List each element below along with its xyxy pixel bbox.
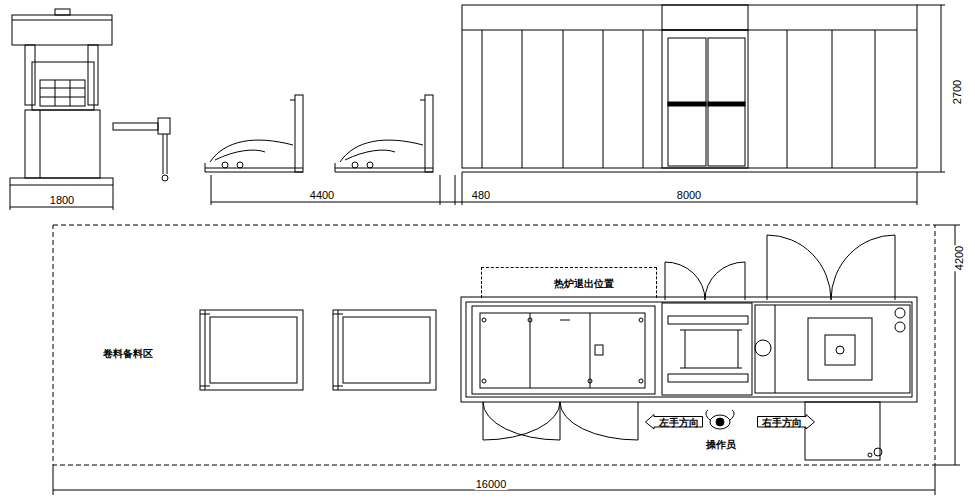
node-text: 左手方向 [659, 417, 699, 428]
area-label: 操作员 [705, 439, 737, 450]
dimension-label: 1800 [49, 194, 75, 206]
dimension-label: 16000 [475, 478, 508, 490]
dimension-label: 8000 [676, 189, 702, 201]
direction-arrow: 右手方向 [757, 414, 815, 430]
dimension-label: 2700 [951, 79, 963, 105]
dimension-label: 4400 [309, 189, 335, 201]
direction-arrow: 左手方向 [645, 414, 703, 430]
area-label: 卷料备料区 [102, 348, 154, 359]
dimension-label: 4200 [953, 245, 965, 271]
exit-zone: 热炉退出位置 [481, 267, 657, 298]
dimension-label: 480 [471, 189, 491, 201]
arrow-shape [758, 415, 815, 430]
node-text: 热炉退出位置 [554, 278, 614, 289]
arrow-shape [646, 415, 703, 430]
node-text: 右手方向 [762, 417, 802, 428]
